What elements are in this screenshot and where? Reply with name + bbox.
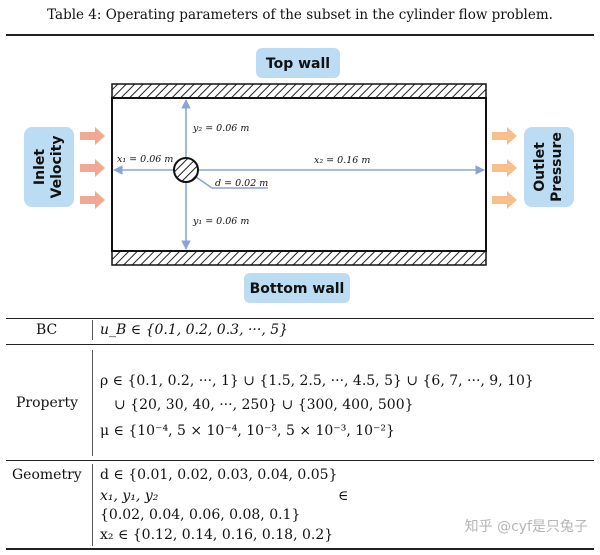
inlet-velocity-pill: Inlet Velocity: [24, 127, 74, 207]
geometry-separator: [92, 464, 93, 546]
bottom-rule-thick: [6, 548, 594, 550]
watermark: 知乎 @cyf是只兔子: [464, 519, 588, 535]
x2-label: x₂ = 0.16 m: [314, 155, 370, 166]
d-label: d = 0.02 m: [215, 178, 268, 189]
inlet-label-1: Inlet: [32, 149, 48, 185]
y2-label: y₂ = 0.06 m: [192, 123, 249, 134]
cylinder: [173, 157, 199, 183]
top-wall: [111, 83, 487, 99]
d-leader: [195, 176, 213, 189]
outlet-label-2: Pressure: [549, 132, 565, 202]
inlet-arrow-3: [80, 191, 105, 209]
geometry-line-3: {0.02, 0.04, 0.06, 0.08, 0.1}: [100, 507, 301, 523]
inlet-arrow-1: [80, 127, 105, 145]
geometry-in-symbol: ∈: [338, 488, 349, 504]
outlet-arrow-2: [492, 159, 517, 177]
property-separator: [92, 350, 93, 456]
geometry-line-1: d ∈ {0.01, 0.02, 0.03, 0.04, 0.05}: [100, 467, 338, 483]
outlet-arrows: [492, 127, 517, 209]
y1-label: y₁ = 0.06 m: [192, 216, 249, 227]
row-rule-1: [6, 344, 594, 345]
bottom-wall: [111, 250, 487, 266]
bc-separator: [92, 320, 93, 340]
inlet-label-2: Velocity: [49, 136, 65, 199]
property-label: Property: [16, 395, 79, 411]
cylinder-flow-diagram: Top wall Bottom wall Inlet Velocity Outl…: [24, 48, 574, 303]
outlet-arrow-3: [492, 191, 517, 209]
top-rule-thick: [6, 34, 594, 36]
property-line-3: μ ∈ {10⁻⁴, 5 × 10⁻⁴, 10⁻³, 5 × 10⁻³, 10⁻…: [100, 423, 395, 439]
dimension-lines: [113, 99, 485, 250]
outlet-arrow-1: [492, 127, 517, 145]
x1-label: x₁ = 0.06 m: [117, 154, 173, 165]
bottom-wall-label: Bottom wall: [250, 281, 345, 297]
property-line-1: ρ ∈ {0.1, 0.2, ···, 1} ∪ {1.5, 2.5, ···,…: [100, 373, 534, 389]
bc-value: u_B ∈ {0.1, 0.2, 0.3, ···, 5}: [100, 322, 289, 338]
bc-label: BC: [36, 322, 58, 338]
property-line-2: ∪ {20, 30, 40, ···, 250} ∪ {300, 400, 50…: [114, 397, 414, 413]
top-wall-label: Top wall: [266, 56, 330, 72]
geometry-label: Geometry: [12, 467, 82, 483]
inlet-arrow-2: [80, 159, 105, 177]
bottom-wall-pill: Bottom wall: [244, 273, 350, 303]
table-caption: Table 4: Operating parameters of the sub…: [47, 7, 553, 23]
geometry-line-2: x₁, y₁, y₂: [100, 488, 159, 504]
channel-domain: [111, 97, 487, 252]
inlet-arrows: [80, 127, 105, 209]
outlet-pressure-pill: Outlet Pressure: [524, 127, 574, 207]
geometry-line-4: x₂ ∈ {0.12, 0.14, 0.16, 0.18, 0.2}: [100, 527, 334, 543]
mid-rule: [6, 318, 594, 319]
top-wall-pill: Top wall: [256, 48, 340, 78]
outlet-label-1: Outlet: [532, 142, 548, 192]
row-rule-2: [6, 460, 594, 461]
